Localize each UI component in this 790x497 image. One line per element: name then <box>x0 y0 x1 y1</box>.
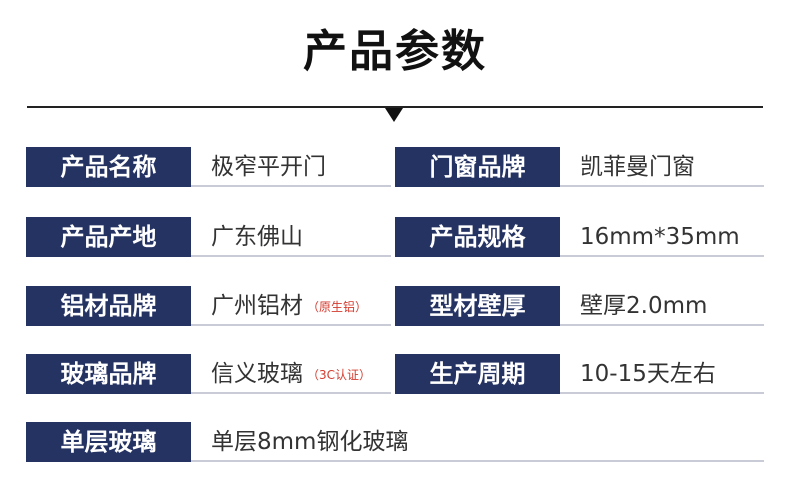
param-value: 广州铝材 （原生铝） <box>191 286 391 326</box>
value-note: （3C认证） <box>307 368 372 382</box>
param-label: 铝材品牌 <box>26 286 191 326</box>
param-value: 壁厚2.0mm <box>560 286 764 326</box>
param-label: 生产周期 <box>395 354 560 394</box>
param-value: 广东佛山 <box>191 217 391 257</box>
value-text: 信义玻璃 <box>211 361 303 387</box>
param-label: 玻璃品牌 <box>26 354 191 394</box>
param-value: 单层8mm钢化玻璃 <box>191 422 764 462</box>
arrow-down-icon <box>385 108 403 122</box>
param-label: 产品规格 <box>395 217 560 257</box>
param-label: 产品产地 <box>26 217 191 257</box>
param-value: 极窄平开门 <box>191 147 391 187</box>
param-label: 型材壁厚 <box>395 286 560 326</box>
param-value: 16mm*35mm <box>560 217 764 257</box>
param-value: 10-15天左右 <box>560 354 764 394</box>
param-value: 凯菲曼门窗 <box>560 147 764 187</box>
param-value: 信义玻璃 （3C认证） <box>191 354 391 394</box>
value-note: （原生铝） <box>307 300 368 314</box>
param-label: 门窗品牌 <box>395 147 560 187</box>
param-label: 产品名称 <box>26 147 191 187</box>
page-title: 产品参数 <box>303 26 487 77</box>
title-divider <box>27 106 763 108</box>
value-text: 广州铝材 <box>211 293 303 319</box>
param-label: 单层玻璃 <box>26 422 191 462</box>
